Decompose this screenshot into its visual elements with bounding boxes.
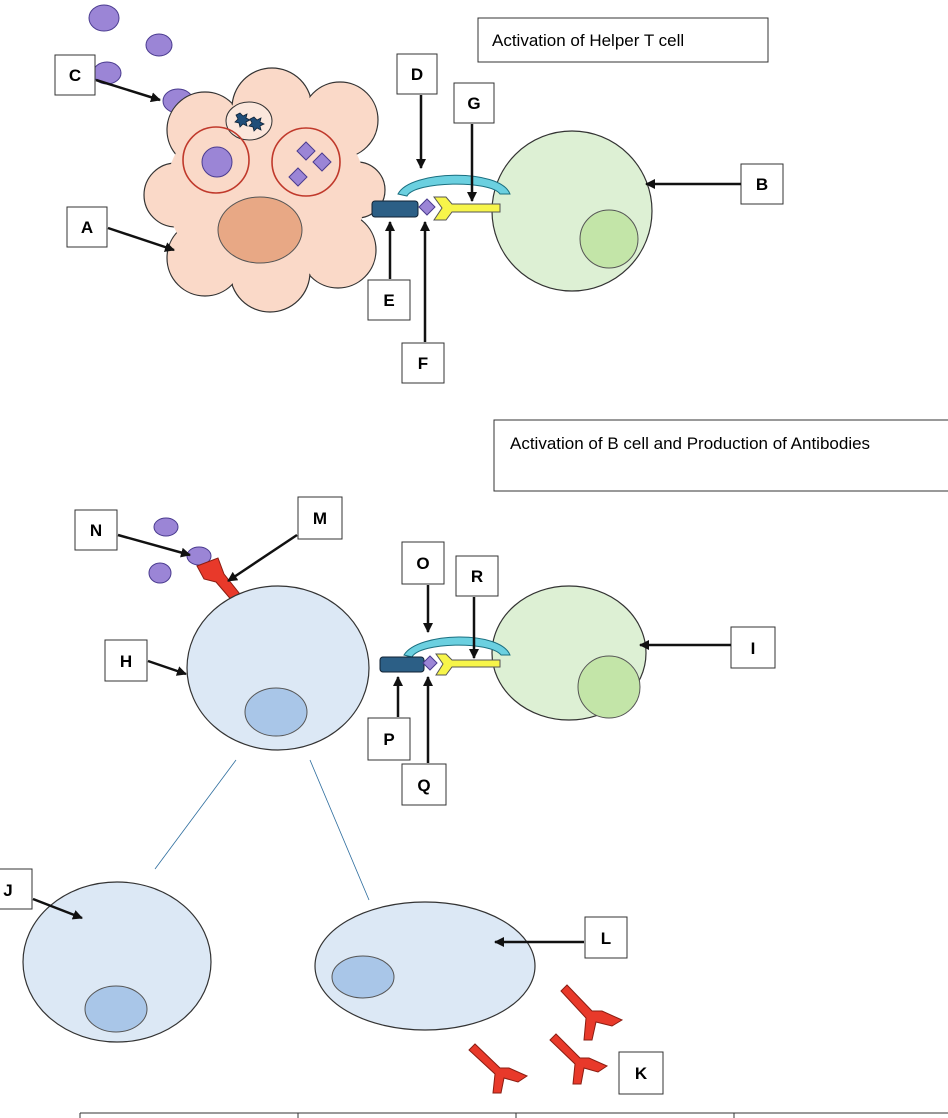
antigen-icon: [88, 4, 194, 114]
label-a: A: [66, 206, 175, 252]
svg-text:R: R: [471, 567, 483, 586]
svg-text:L: L: [601, 929, 611, 948]
macrophage-cell-icon: [143, 67, 386, 313]
mhc-receptor-icon: [379, 656, 425, 673]
svg-text:I: I: [751, 639, 756, 658]
svg-text:G: G: [467, 94, 480, 113]
svg-text:M: M: [313, 509, 327, 528]
label-j: J: [0, 868, 83, 920]
label-e: E: [367, 221, 411, 321]
antigen-fragment: [418, 198, 436, 216]
helper-t-cell-icon: [491, 130, 653, 292]
division-line-left: [154, 759, 237, 870]
svg-text:P: P: [383, 730, 394, 749]
label-g: G: [453, 82, 495, 202]
mhc-receptor-icon: [371, 200, 419, 218]
svg-text:F: F: [418, 354, 428, 373]
table-top-border: [79, 1112, 948, 1118]
svg-text:D: D: [411, 65, 423, 84]
label-f: F: [401, 221, 445, 384]
title-box-helper-t: Activation of Helper T cell: [477, 17, 769, 63]
tcr-receptor-icon: [435, 653, 501, 676]
svg-text:C: C: [69, 66, 81, 85]
synapse-top: [371, 174, 511, 221]
memory-b-cell-icon: [22, 881, 212, 1043]
svg-text:E: E: [383, 291, 394, 310]
label-r: R: [455, 555, 499, 659]
synapse-bottom: [379, 636, 511, 676]
svg-text:H: H: [120, 652, 132, 671]
label-i: I: [639, 626, 776, 669]
label-q: Q: [401, 676, 447, 806]
svg-text:A: A: [81, 218, 93, 237]
svg-text:N: N: [90, 521, 102, 540]
label-c: C: [54, 54, 161, 103]
label-m: M: [227, 496, 343, 583]
svg-text:Q: Q: [417, 776, 430, 795]
division-line-right: [309, 759, 370, 901]
antigen-fragment: [422, 655, 438, 671]
label-l: L: [494, 916, 628, 959]
label-k: K: [618, 1051, 664, 1095]
label-n: N: [74, 509, 191, 558]
cd4-arc: [403, 636, 511, 658]
plasma-cell-icon: [314, 901, 536, 1031]
title-b-cell: Activation of B cell and Production of A…: [510, 434, 870, 453]
label-p: P: [367, 676, 411, 761]
cd4-arc: [397, 174, 511, 197]
label-o: O: [401, 541, 445, 633]
label-h: H: [104, 639, 187, 682]
label-b: B: [645, 163, 784, 205]
b-cell-icon: [186, 585, 370, 751]
tcr-receptor-icon: [433, 196, 501, 221]
helper-t-cell-icon: [491, 585, 647, 721]
svg-text:J: J: [3, 881, 12, 900]
svg-text:K: K: [635, 1064, 648, 1083]
label-d: D: [396, 53, 438, 169]
svg-text:B: B: [756, 175, 768, 194]
svg-text:O: O: [416, 554, 429, 573]
antibody-icon: [468, 984, 624, 1094]
title-helper-t: Activation of Helper T cell: [492, 31, 684, 50]
antigen-icon: [148, 517, 212, 584]
title-box-b-cell: Activation of B cell and Production of A…: [493, 419, 948, 492]
